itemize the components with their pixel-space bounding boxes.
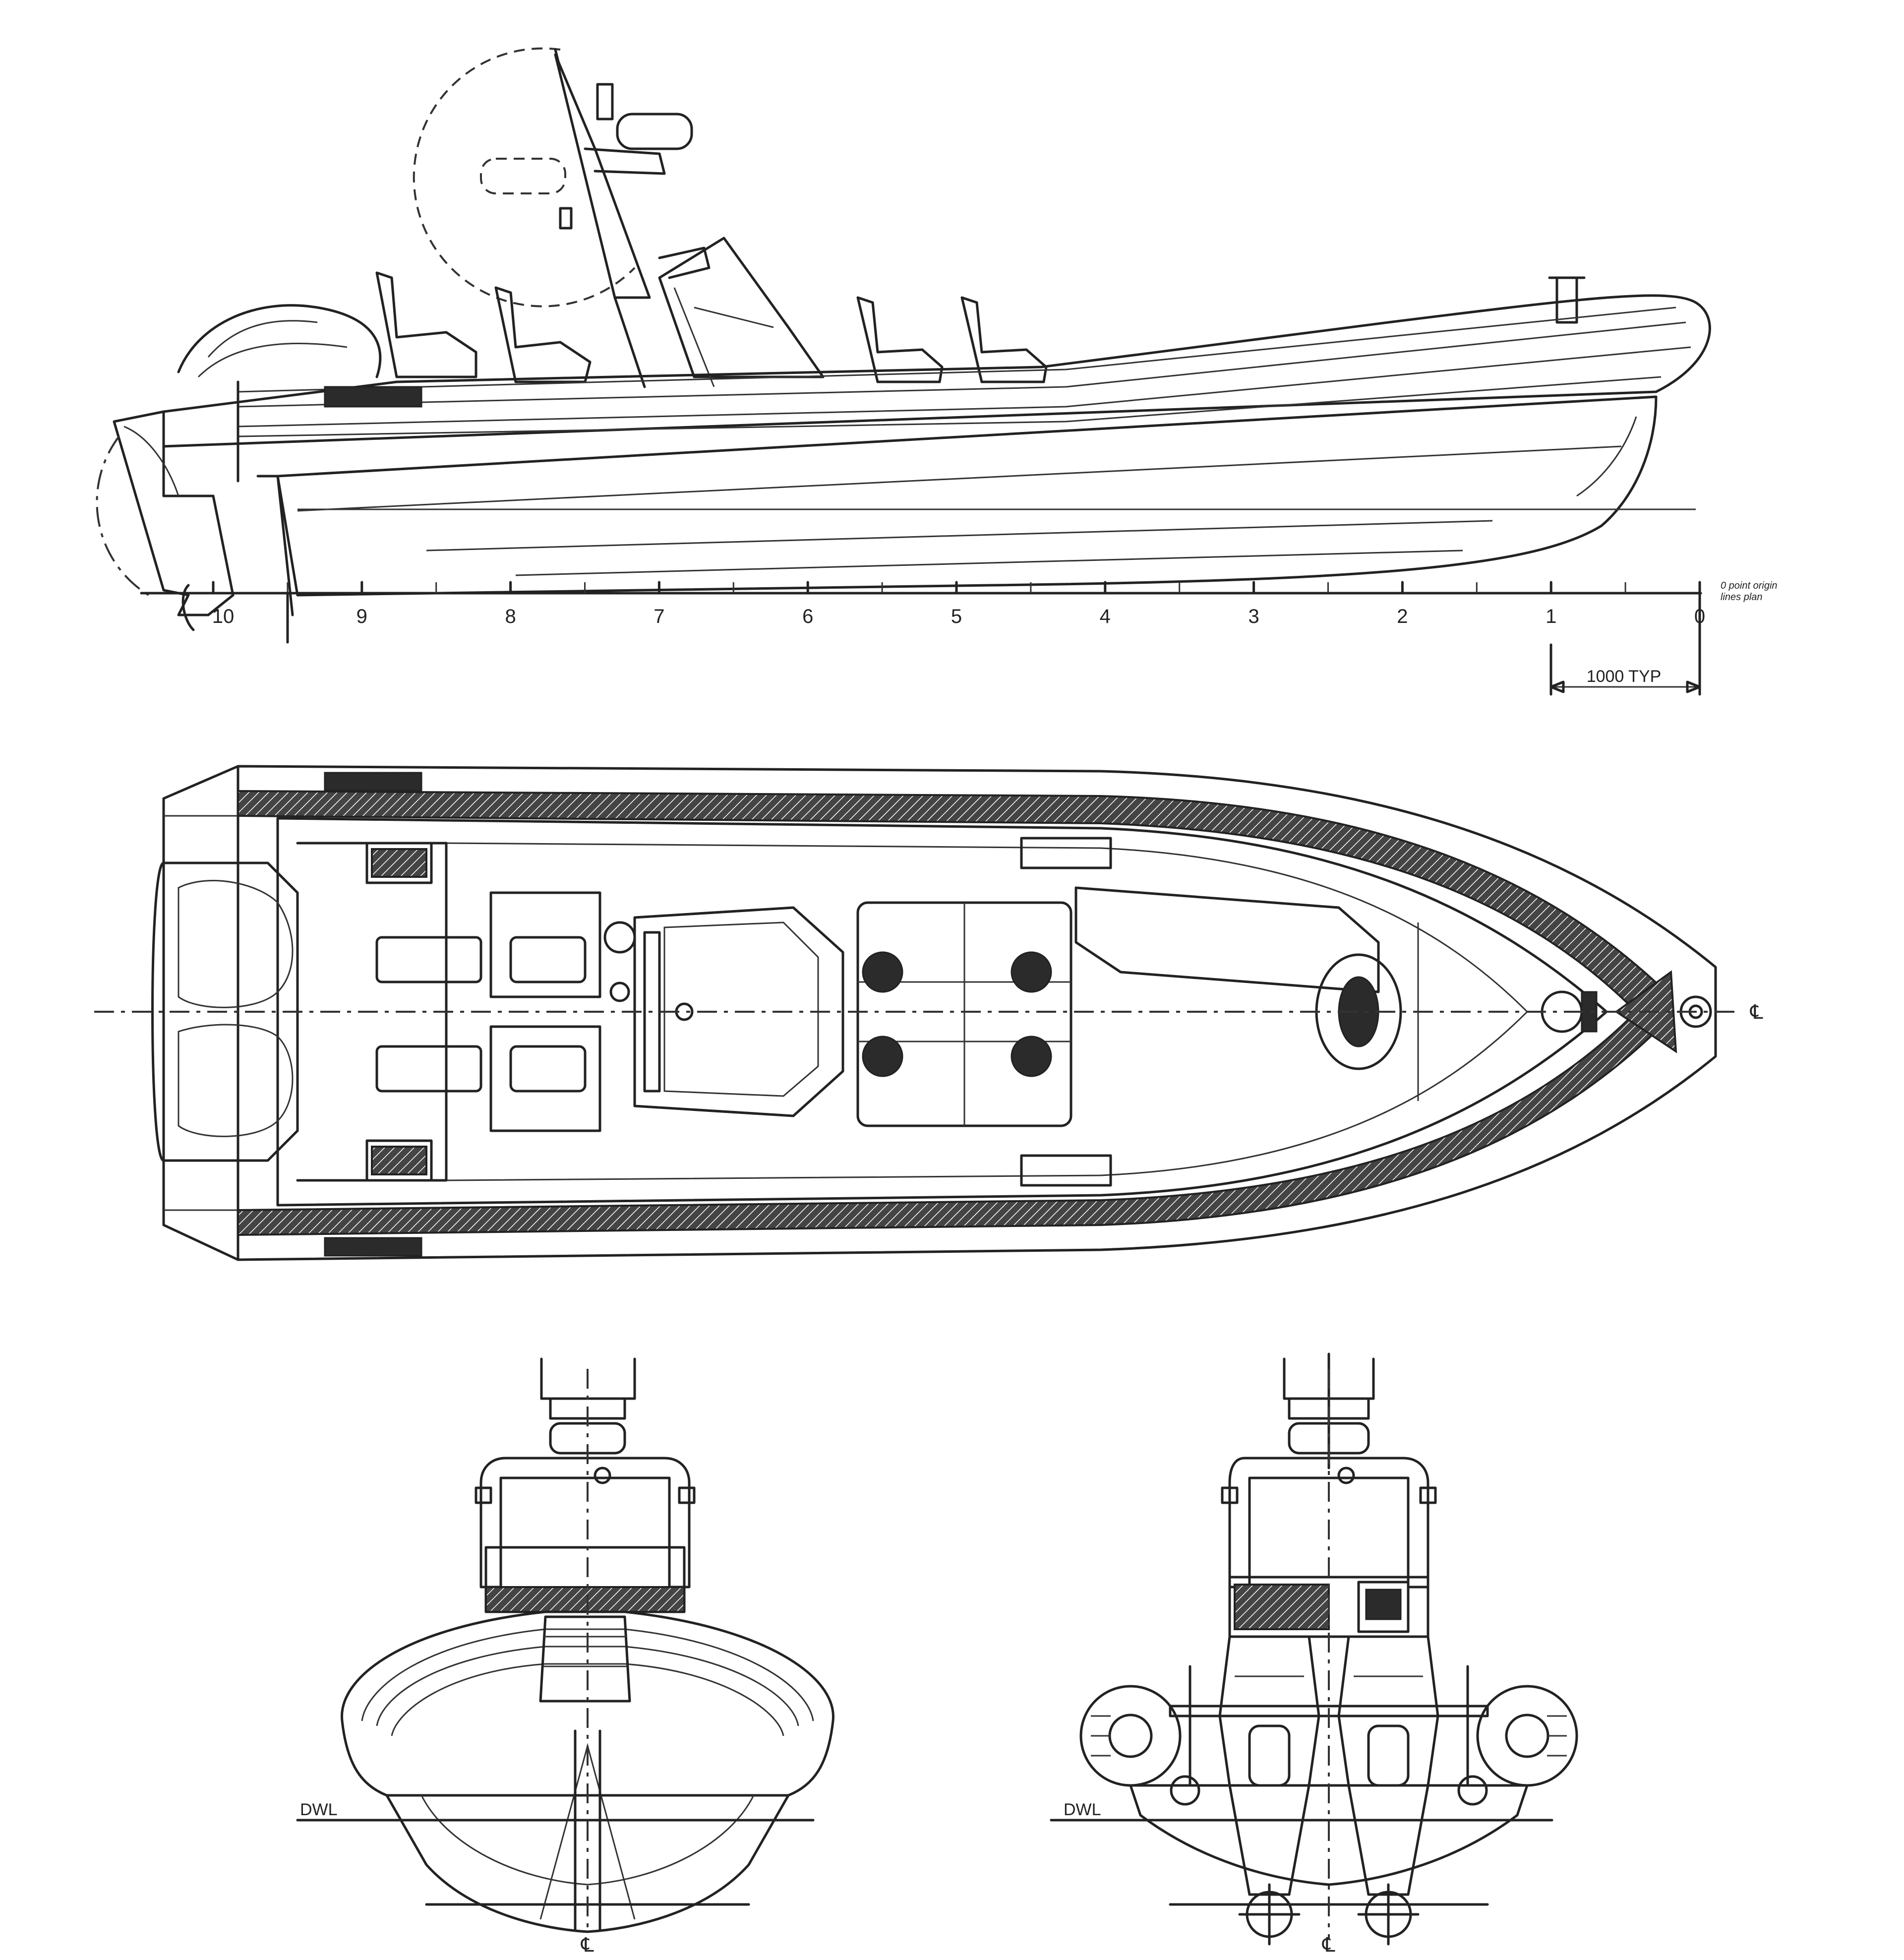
front-view: DWL ℄ [296, 1357, 834, 1956]
plan-forward-locker [1074, 886, 1380, 993]
plan-view: ℄ [94, 765, 1763, 1261]
front-arch [475, 1357, 696, 1613]
plan-centerline-symbol: ℄ [1750, 1001, 1763, 1023]
plan-passenger-seats [856, 901, 1072, 1127]
rear-transom [1129, 1784, 1529, 1886]
plan-engine-well [151, 861, 299, 1162]
station-label: 2 [1397, 606, 1408, 627]
brand-logo-starboard [324, 1237, 422, 1257]
rear-waterline-label: DWL [1064, 1800, 1101, 1819]
station-label: 7 [654, 606, 664, 627]
rear-view: DWL ℄ [1050, 1352, 1578, 1956]
radar-arch [554, 48, 711, 388]
station-label: 3 [1248, 606, 1259, 627]
rear-arch [1221, 1352, 1437, 1589]
plan-tube-outline [162, 765, 1717, 1261]
spacing-label: 1000 TYP [1587, 667, 1662, 686]
arch-folded-outline [480, 158, 566, 194]
origin-note-line1: 0 point origin [1721, 580, 1778, 591]
origin-note-line2: lines plan [1721, 592, 1763, 603]
station-label: 10 [212, 606, 235, 627]
rear-outboards [1218, 1635, 1439, 1946]
rear-centerline-symbol: ℄ [1322, 1934, 1335, 1956]
station-label: 5 [951, 606, 962, 627]
plan-tube-hatching [237, 790, 1667, 1236]
front-tube [341, 1610, 834, 1797]
brand-logo-port [324, 772, 422, 792]
front-centerline-symbol: ℄ [581, 1934, 594, 1956]
hull-profile [276, 395, 1658, 597]
plan-seats [375, 891, 636, 1132]
station-label: 9 [357, 606, 367, 627]
front-hull [385, 1794, 790, 1933]
jockey-seats [375, 271, 1048, 383]
front-waterline-label: DWL [300, 1800, 338, 1819]
arch-swing-arc [413, 47, 636, 307]
helm-console [658, 237, 825, 378]
station-label: 6 [802, 606, 813, 627]
side-tube [162, 294, 1711, 448]
plan-console [633, 906, 844, 1117]
station-label: 8 [505, 606, 516, 627]
station-label: 1 [1546, 606, 1556, 627]
station-label: 4 [1100, 606, 1111, 627]
brand-logo-side [324, 386, 422, 408]
